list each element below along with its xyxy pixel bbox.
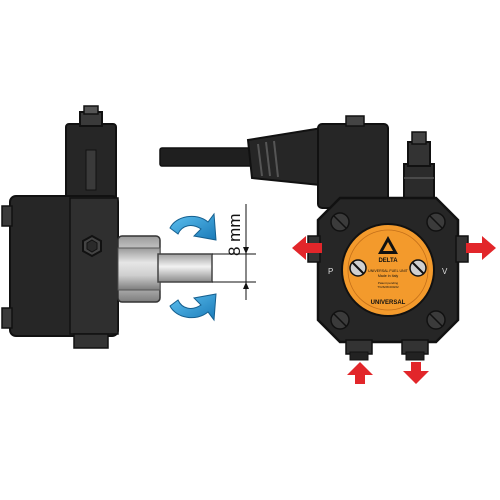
solenoid-coil-front (317, 123, 389, 209)
pump-shaft (157, 253, 213, 283)
rotation-arrow-bottom (169, 293, 217, 322)
front-view-pump: P V DELTA UNIVERSAL FUEL UNIT Made in It… (159, 115, 496, 384)
port-marker-left: P (328, 267, 333, 276)
nameplate-line3: Patent pending (378, 281, 399, 285)
mounting-bolt (330, 310, 350, 330)
port-marker-right: V (442, 267, 448, 276)
flow-arrow-right (466, 236, 496, 260)
adjust-screw-icon (409, 259, 427, 277)
mounting-bolt (426, 310, 446, 330)
nameplate: DELTA UNIVERSAL FUEL UNIT Made in Italy … (341, 223, 435, 317)
power-cable (159, 147, 259, 167)
mounting-bolt (330, 212, 350, 232)
rotation-arrow-top (169, 212, 217, 241)
brand-name: DELTA (378, 258, 398, 264)
flow-arrow-down (403, 362, 429, 384)
adjust-screw-icon (349, 259, 367, 277)
nameplate-line2: Made in Italy (378, 274, 399, 278)
shaft-dimension: 8 mm (212, 204, 256, 300)
dimension-label: 8 mm (225, 214, 244, 257)
side-view-pump: 8 mm (1, 105, 256, 349)
nameplate-line4: TV26/28.000/22 (377, 285, 399, 289)
nameplate-line1: UNIVERSAL FUEL UNIT (368, 269, 408, 273)
pressure-valve (403, 131, 435, 205)
mounting-bolt (426, 212, 446, 232)
nameplate-curved-text: UNIVERSAL (371, 300, 406, 306)
flow-arrow-left (292, 236, 322, 260)
flow-arrow-up (347, 362, 373, 384)
